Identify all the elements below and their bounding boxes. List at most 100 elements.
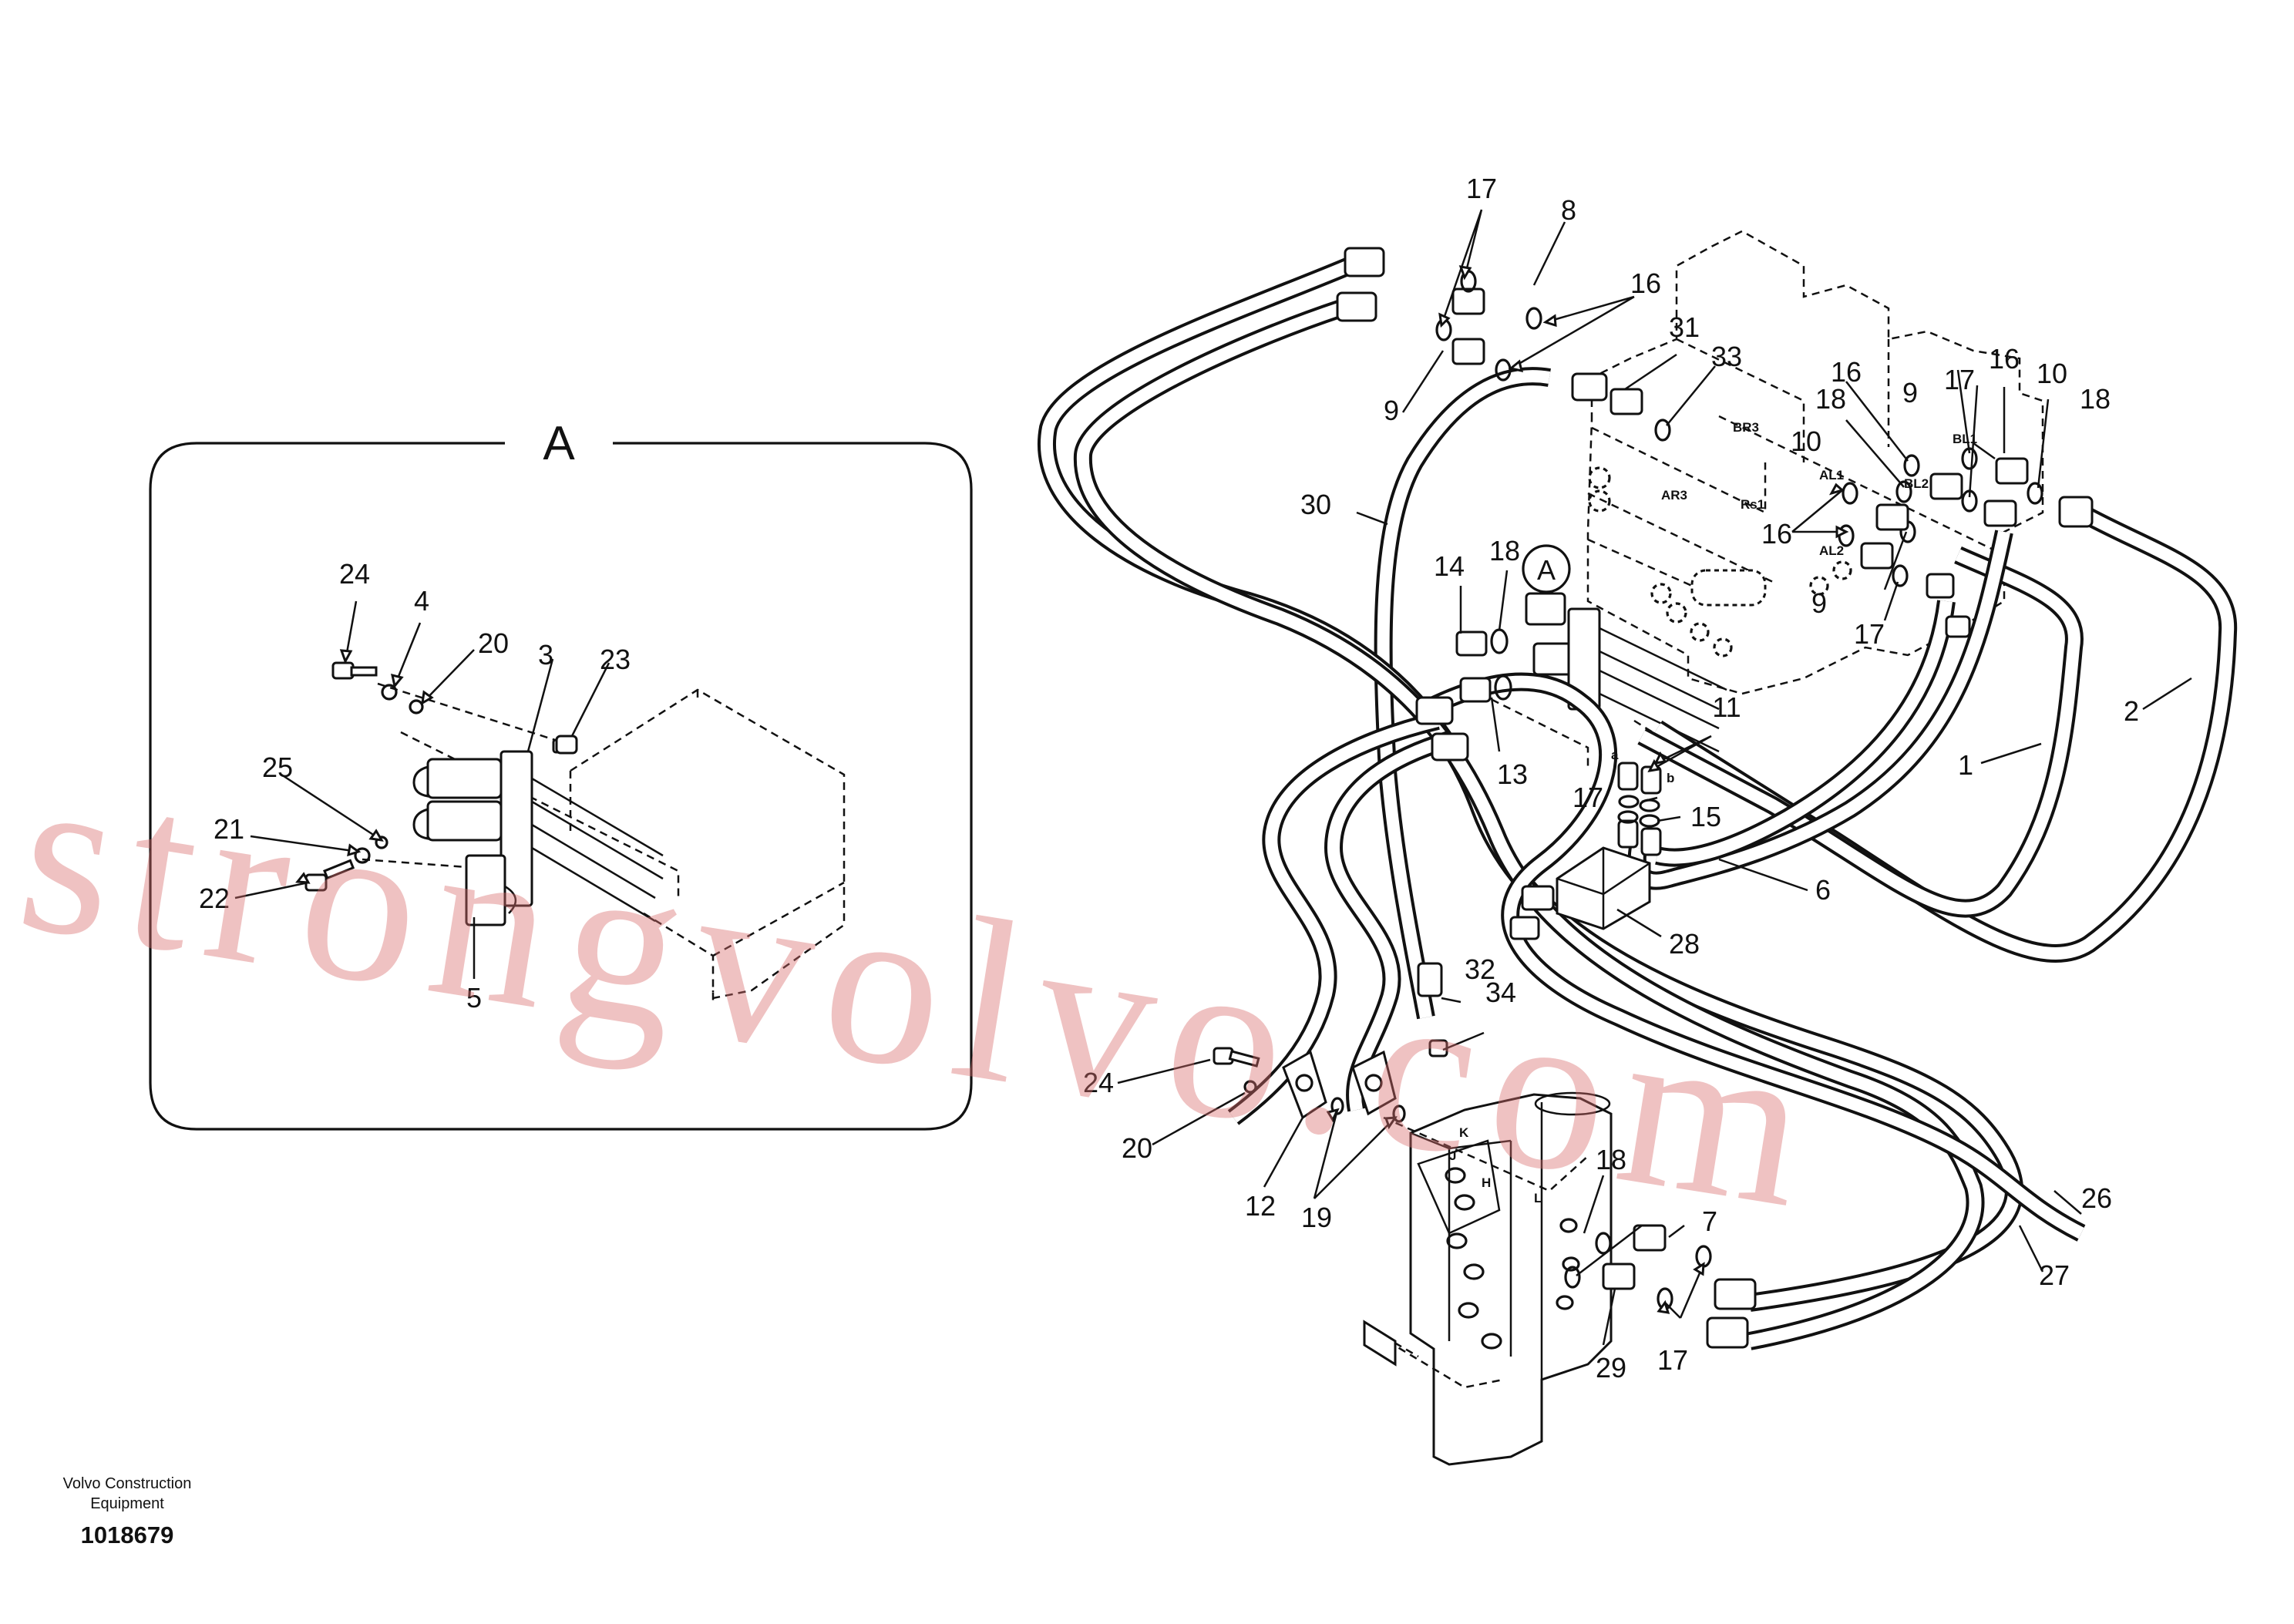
- callout-16-right-b: 16: [1989, 343, 2020, 375]
- callout-13: 13: [1497, 758, 1528, 790]
- detail-label-24: 24: [339, 558, 370, 590]
- callout-9-top: 9: [1384, 395, 1399, 426]
- hose-upper-pair: [1038, 247, 2024, 1350]
- detail-a-view: A: [149, 417, 973, 1131]
- port-label-ar3: AR3: [1661, 488, 1687, 503]
- detail-leaders: [234, 600, 610, 979]
- port-label-br3: BR3: [1733, 420, 1759, 435]
- detail-label-22: 22: [199, 883, 230, 914]
- port-label-b: b: [1667, 771, 1674, 785]
- right-fittings: [1838, 447, 2043, 638]
- callout-19: 19: [1301, 1202, 1332, 1233]
- callout-31: 31: [1669, 311, 1700, 343]
- callout-28: 28: [1669, 928, 1700, 960]
- callout-6: 6: [1815, 874, 1831, 906]
- detail-label-23: 23: [600, 644, 631, 675]
- port-label-l: L: [1534, 1191, 1542, 1205]
- callout-18-far-right: 18: [2080, 383, 2111, 415]
- callout-10-mid: 10: [1791, 425, 1821, 457]
- detail-bolt-24: [331, 661, 378, 680]
- callout-17-shuttle: 17: [1572, 782, 1603, 813]
- callout-1: 1: [1958, 749, 1973, 781]
- callout-17-mid: 17: [1854, 618, 1885, 650]
- detail-washer-4: [381, 684, 398, 701]
- callout-33: 33: [1711, 341, 1742, 372]
- hose-30: [1374, 367, 1551, 1020]
- detail-label-21: 21: [214, 813, 244, 845]
- callout-18-right: 18: [1815, 383, 1846, 415]
- callout-24-main: 24: [1083, 1067, 1114, 1098]
- hose-26: [1421, 672, 2086, 1242]
- callout-29: 29: [1596, 1352, 1626, 1384]
- fittings-14-13: [1455, 628, 1512, 703]
- callout-26: 26: [2081, 1182, 2112, 1214]
- callout-9-right: 9: [1902, 377, 1918, 409]
- callout-16-top: 16: [1630, 267, 1661, 299]
- brand-line-1: Volvo Construction: [62, 1475, 192, 1492]
- detail-a-marker-label: A: [1537, 554, 1556, 586]
- detail-label-4: 4: [414, 585, 429, 617]
- brand-name: Volvo Construction Equipment: [62, 1474, 193, 1514]
- swivel-joint: K H J L: [1363, 1091, 1613, 1466]
- hose-2: [1652, 496, 2238, 963]
- top-fittings: [1435, 270, 1671, 442]
- callout-17-top: 17: [1466, 173, 1497, 204]
- detail-label-20: 20: [478, 627, 509, 659]
- callout-7: 7: [1702, 1205, 1717, 1237]
- callout-15: 15: [1690, 801, 1721, 832]
- callout-11: 11: [1712, 691, 1741, 723]
- callout-16-mid: 16: [1761, 518, 1792, 550]
- port-label-rs1: Rs1: [1741, 497, 1764, 512]
- callout-9-mid: 9: [1811, 587, 1827, 619]
- callout-12: 12: [1245, 1190, 1276, 1222]
- port-label-k: K: [1459, 1125, 1469, 1140]
- callout-20-main: 20: [1122, 1132, 1152, 1164]
- callout-14: 14: [1434, 550, 1465, 582]
- port-label-al1: AL1: [1819, 468, 1844, 482]
- brand-line-2: Equipment: [90, 1495, 164, 1512]
- detail-washer-20: [409, 699, 424, 714]
- hose-6: [1627, 530, 2013, 890]
- port-label-h: H: [1482, 1175, 1491, 1190]
- callout-10-right: 10: [2037, 358, 2067, 389]
- main-assembly: BR3 AR3 Rs1 BL1 BL2 AL1 AL2 A: [1038, 173, 2238, 1466]
- callout-27: 27: [2039, 1259, 2070, 1291]
- port-label-bl1: BL1: [1953, 432, 1977, 446]
- callout-2: 2: [2124, 695, 2139, 727]
- port-label-j: J: [1449, 1148, 1456, 1163]
- valve-bosses: [1588, 466, 1852, 657]
- callout-16-right-a: 16: [1831, 356, 1862, 388]
- detail-label-5: 5: [466, 982, 482, 1014]
- hose-1: [1637, 546, 2084, 918]
- flange-12: [1213, 962, 1448, 1123]
- detail-valve-outline: [400, 688, 846, 1002]
- port-label-a: a: [1611, 748, 1619, 762]
- detail-nut-23: [555, 735, 578, 755]
- shuttle-valve-28: a b: [1509, 748, 1674, 940]
- detail-a-frame: [149, 442, 973, 1131]
- port-label-al2: AL2: [1819, 543, 1844, 558]
- footer: Volvo Construction Equipment 1018679: [62, 1474, 193, 1549]
- detail-label-3: 3: [538, 639, 553, 671]
- main-leaders: [1117, 209, 2192, 1346]
- detail-bracket-assembly: [412, 738, 664, 926]
- callout-32: 32: [1465, 953, 1495, 985]
- callout-18-block: 18: [1489, 535, 1520, 567]
- detail-bolt-22: [304, 859, 355, 892]
- callout-17-bottom: 17: [1657, 1344, 1688, 1376]
- detail-a-marker: [1522, 544, 1571, 593]
- callout-30: 30: [1300, 489, 1331, 520]
- block-bracket: [1479, 592, 1727, 771]
- detail-washer-21: [354, 847, 371, 864]
- document-number: 1018679: [80, 1521, 174, 1548]
- callout-18-swivel: 18: [1596, 1144, 1626, 1175]
- callout-17-right: 17: [1944, 364, 1975, 395]
- detail-label-25: 25: [262, 751, 293, 783]
- callout-34: 34: [1485, 977, 1516, 1008]
- detail-washer-25: [375, 836, 388, 849]
- detail-a-title: A: [543, 417, 575, 470]
- callout-8: 8: [1561, 194, 1576, 226]
- control-valve-outline: [1586, 230, 2044, 695]
